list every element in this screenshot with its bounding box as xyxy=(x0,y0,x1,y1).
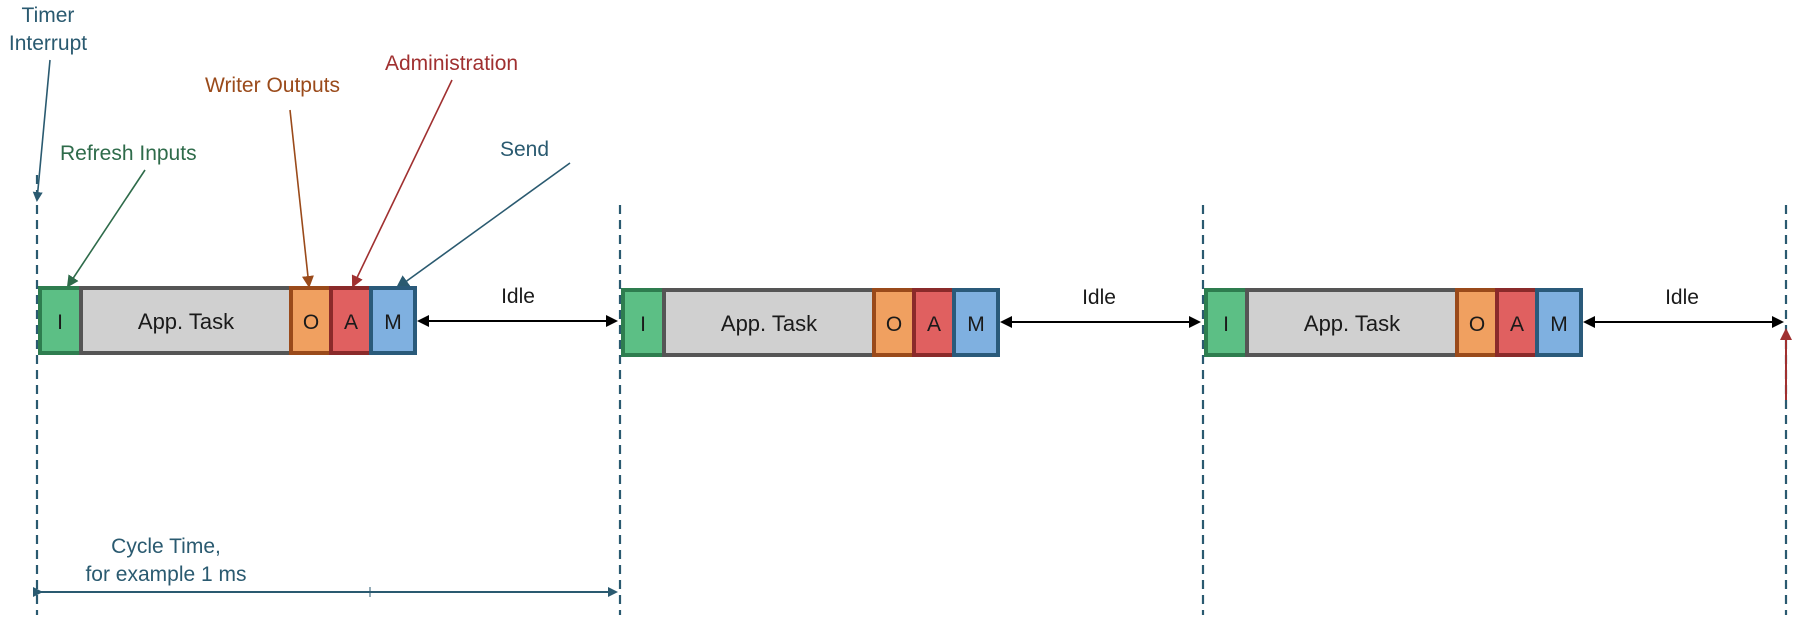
input-block-label: I xyxy=(1223,313,1229,336)
idle-label: Idle xyxy=(1665,286,1699,309)
send-label: Send xyxy=(500,138,549,161)
app-task-label: App. Task xyxy=(138,309,235,334)
cycle-time-annotation: Cycle Time, for example 1 ms xyxy=(33,535,618,597)
refresh-inputs-label: Refresh Inputs xyxy=(60,142,197,165)
admin-block xyxy=(912,288,956,357)
idle-label: Idle xyxy=(1082,286,1116,309)
refresh-inputs-annotation: Refresh Inputs xyxy=(60,142,197,288)
app-task-block xyxy=(79,286,293,355)
cycle-time-label-line1: Cycle Time, xyxy=(111,535,221,558)
idle-label: Idle xyxy=(501,285,535,308)
app-task-label: App. Task xyxy=(1304,311,1401,336)
admin-block-label: A xyxy=(1510,313,1524,336)
output-block-label: O xyxy=(303,311,319,334)
cycle-boundaries xyxy=(35,175,1788,615)
output-block-label: O xyxy=(886,313,902,336)
input-block xyxy=(38,286,83,355)
administration-label: Administration xyxy=(385,52,518,75)
output-block-label: O xyxy=(1469,313,1485,336)
output-block xyxy=(872,288,916,357)
send-block xyxy=(1535,288,1583,357)
send-block-label: M xyxy=(384,311,402,334)
input-block xyxy=(621,288,666,357)
admin-block xyxy=(329,286,373,355)
send-arrow xyxy=(395,162,571,290)
administration-annotation: Administration xyxy=(351,52,518,288)
refresh-inputs-arrow xyxy=(66,169,146,288)
writer-outputs-annotation: Writer Outputs xyxy=(205,74,340,288)
input-block-label: I xyxy=(640,313,646,336)
cycle-1: I App. Task O A M Idle xyxy=(38,285,618,355)
admin-block-label: A xyxy=(927,313,941,336)
send-block-label: M xyxy=(967,313,985,336)
timer-interrupt-label-line1: Timer xyxy=(22,4,75,27)
send-annotation: Send xyxy=(395,138,571,290)
writer-outputs-arrow xyxy=(289,109,314,288)
output-block xyxy=(1455,288,1499,357)
app-task-label: App. Task xyxy=(721,311,818,336)
timer-interrupt-annotation: Timer Interrupt xyxy=(9,4,87,202)
admin-block-label: A xyxy=(344,311,358,334)
writer-outputs-label: Writer Outputs xyxy=(205,74,340,97)
cycle-2: I App. Task O A M Idle xyxy=(621,286,1201,357)
send-block-label: M xyxy=(1550,313,1568,336)
timer-interrupt-arrow xyxy=(32,59,51,202)
administration-arrow xyxy=(351,79,453,288)
send-block xyxy=(952,288,1000,357)
cycle-3: I App. Task O A M Idle xyxy=(1204,286,1784,357)
app-task-block xyxy=(1245,288,1459,357)
input-block xyxy=(1204,288,1249,357)
app-task-block xyxy=(662,288,876,357)
timer-interrupt-label-line2: Interrupt xyxy=(9,32,87,55)
cycle-time-label-line2: for example 1 ms xyxy=(85,563,246,586)
input-block-label: I xyxy=(57,311,63,334)
send-block xyxy=(369,286,417,355)
